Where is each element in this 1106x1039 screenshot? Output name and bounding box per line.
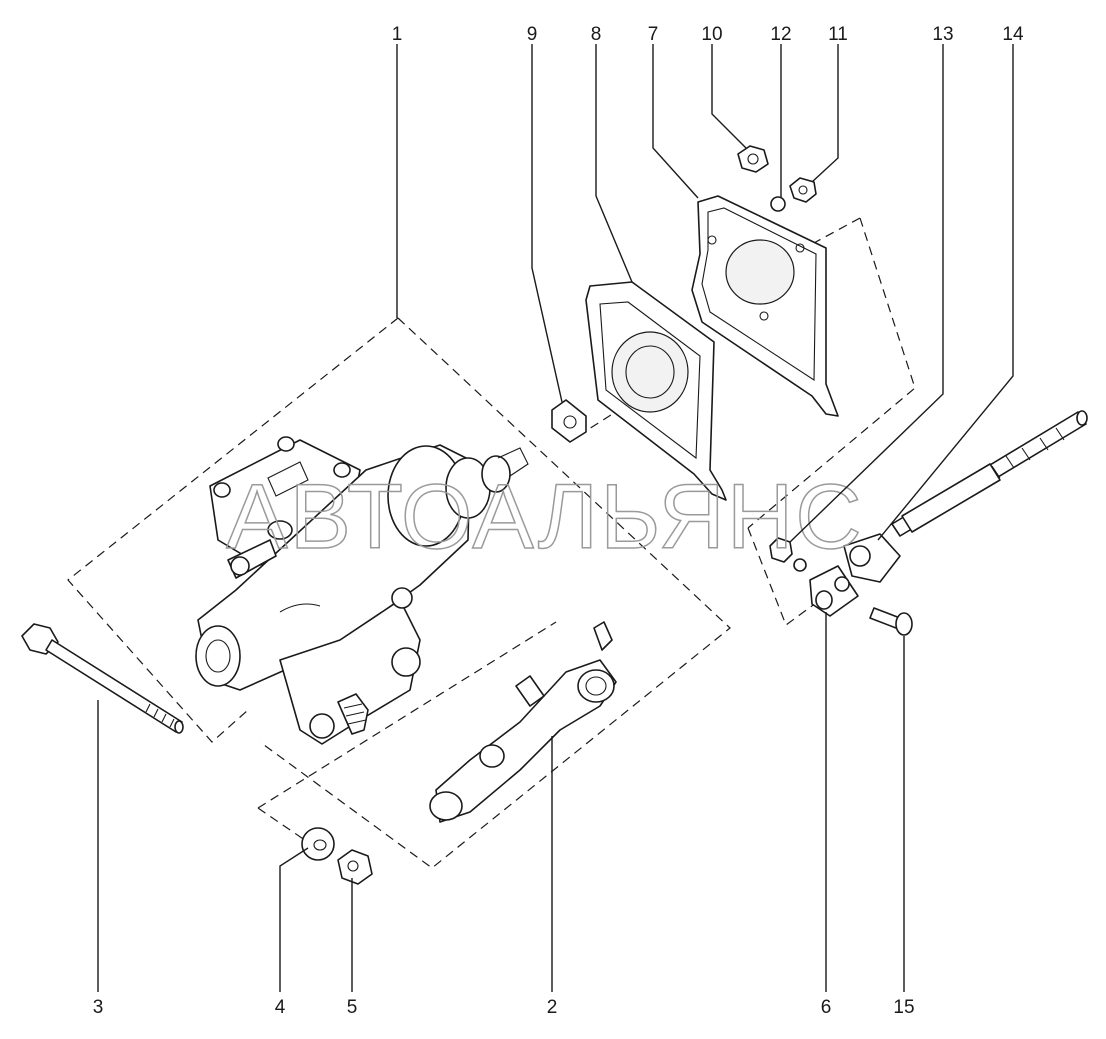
cardan-joint-part <box>809 533 901 617</box>
intermediate-shaft-part <box>891 410 1088 537</box>
hex-nut-part <box>789 177 817 203</box>
callout-12: 12 <box>770 24 791 45</box>
callout-10: 10 <box>701 24 722 45</box>
leader-line-9 <box>531 44 563 403</box>
spring-washer-part <box>770 196 786 212</box>
callout-7: 7 <box>648 24 659 45</box>
callout-11: 11 <box>828 24 848 45</box>
callout-5: 5 <box>347 997 358 1018</box>
leader-line-11 <box>811 44 839 183</box>
pitman-arm-part <box>429 621 617 823</box>
callout-8: 8 <box>591 24 602 45</box>
seal-plate-part <box>585 281 727 501</box>
callout-1: 1 <box>392 24 403 45</box>
callout-2: 2 <box>547 997 558 1018</box>
leader-line-10 <box>711 44 747 149</box>
washer-part <box>301 827 335 861</box>
nut-part <box>337 849 373 885</box>
spacer-part <box>551 399 587 443</box>
leader-line-8 <box>595 44 633 283</box>
callout-3: 3 <box>93 997 104 1018</box>
flange-nut-part <box>737 145 769 173</box>
mounting-plate-part <box>691 195 839 417</box>
leader-line-14 <box>877 44 1014 541</box>
watermark-text: АВТОАЛЬЯНС <box>226 466 864 568</box>
steering-gear-housing-part <box>195 436 529 745</box>
callout-6: 6 <box>821 997 832 1018</box>
callout-14: 14 <box>1002 24 1024 45</box>
leader-line-4 <box>279 847 309 992</box>
leader-line-13 <box>789 44 944 543</box>
assembly-dashed-outline-gear <box>67 317 731 869</box>
callout-4: 4 <box>275 997 286 1018</box>
leader-lines <box>97 44 1014 992</box>
callout-15: 15 <box>893 997 914 1018</box>
column-nut-part <box>769 537 807 572</box>
long-bolt-part <box>21 623 184 734</box>
cardan-bolt-part <box>869 607 913 636</box>
leader-line-7 <box>652 44 699 199</box>
callout-9: 9 <box>527 24 538 45</box>
callout-13: 13 <box>932 24 953 45</box>
callout-labels: 1 2 3 4 5 6 7 8 9 10 11 12 13 14 15 <box>93 24 1024 1018</box>
